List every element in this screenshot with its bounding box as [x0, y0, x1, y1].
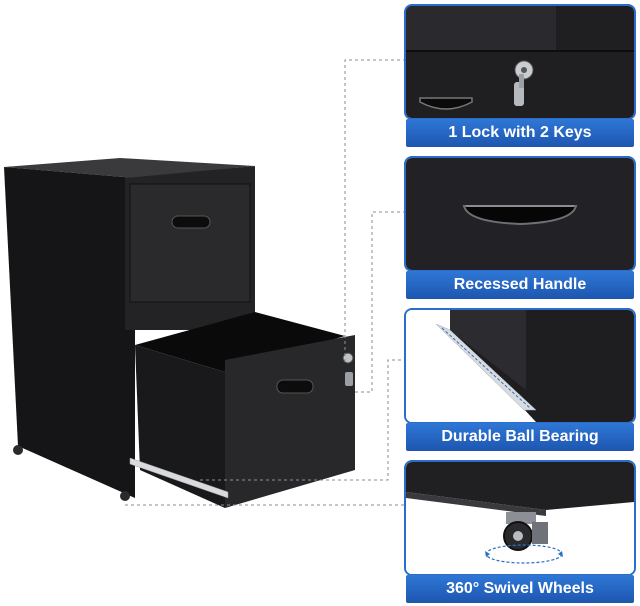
feature-panel-wheels — [404, 460, 636, 576]
feature-panel-lock — [404, 4, 636, 120]
feature-label-handle: Recessed Handle — [406, 271, 634, 299]
cabinet-top — [4, 158, 255, 178]
caster-wheel — [13, 445, 23, 455]
top-drawer-handle — [171, 215, 211, 229]
open-drawer-inside — [135, 312, 345, 372]
drawer-key — [345, 372, 353, 386]
caster-wheel-closeup-icon — [406, 462, 634, 574]
slide-rail — [129, 457, 229, 499]
open-drawer-side — [135, 345, 225, 508]
cabinet-side — [4, 167, 135, 498]
file-cabinet-image — [4, 158, 355, 508]
feature-panel-handle — [404, 156, 636, 272]
lock-keys-closeup-icon — [406, 6, 634, 118]
drawer-lock — [342, 352, 354, 364]
top-drawer — [129, 183, 251, 303]
handle-closeup-icon — [406, 158, 634, 270]
feature-label-wheels: 360° Swivel Wheels — [406, 575, 634, 603]
slide-rail-closeup-icon — [406, 310, 634, 422]
feature-label-bearing: Durable Ball Bearing — [406, 423, 634, 451]
feature-label-lock: 1 Lock with 2 Keys — [406, 119, 634, 147]
feature-panel-bearing — [404, 308, 636, 424]
caster-wheel — [120, 491, 130, 501]
open-drawer-front — [225, 335, 355, 508]
open-drawer-handle — [276, 379, 314, 394]
